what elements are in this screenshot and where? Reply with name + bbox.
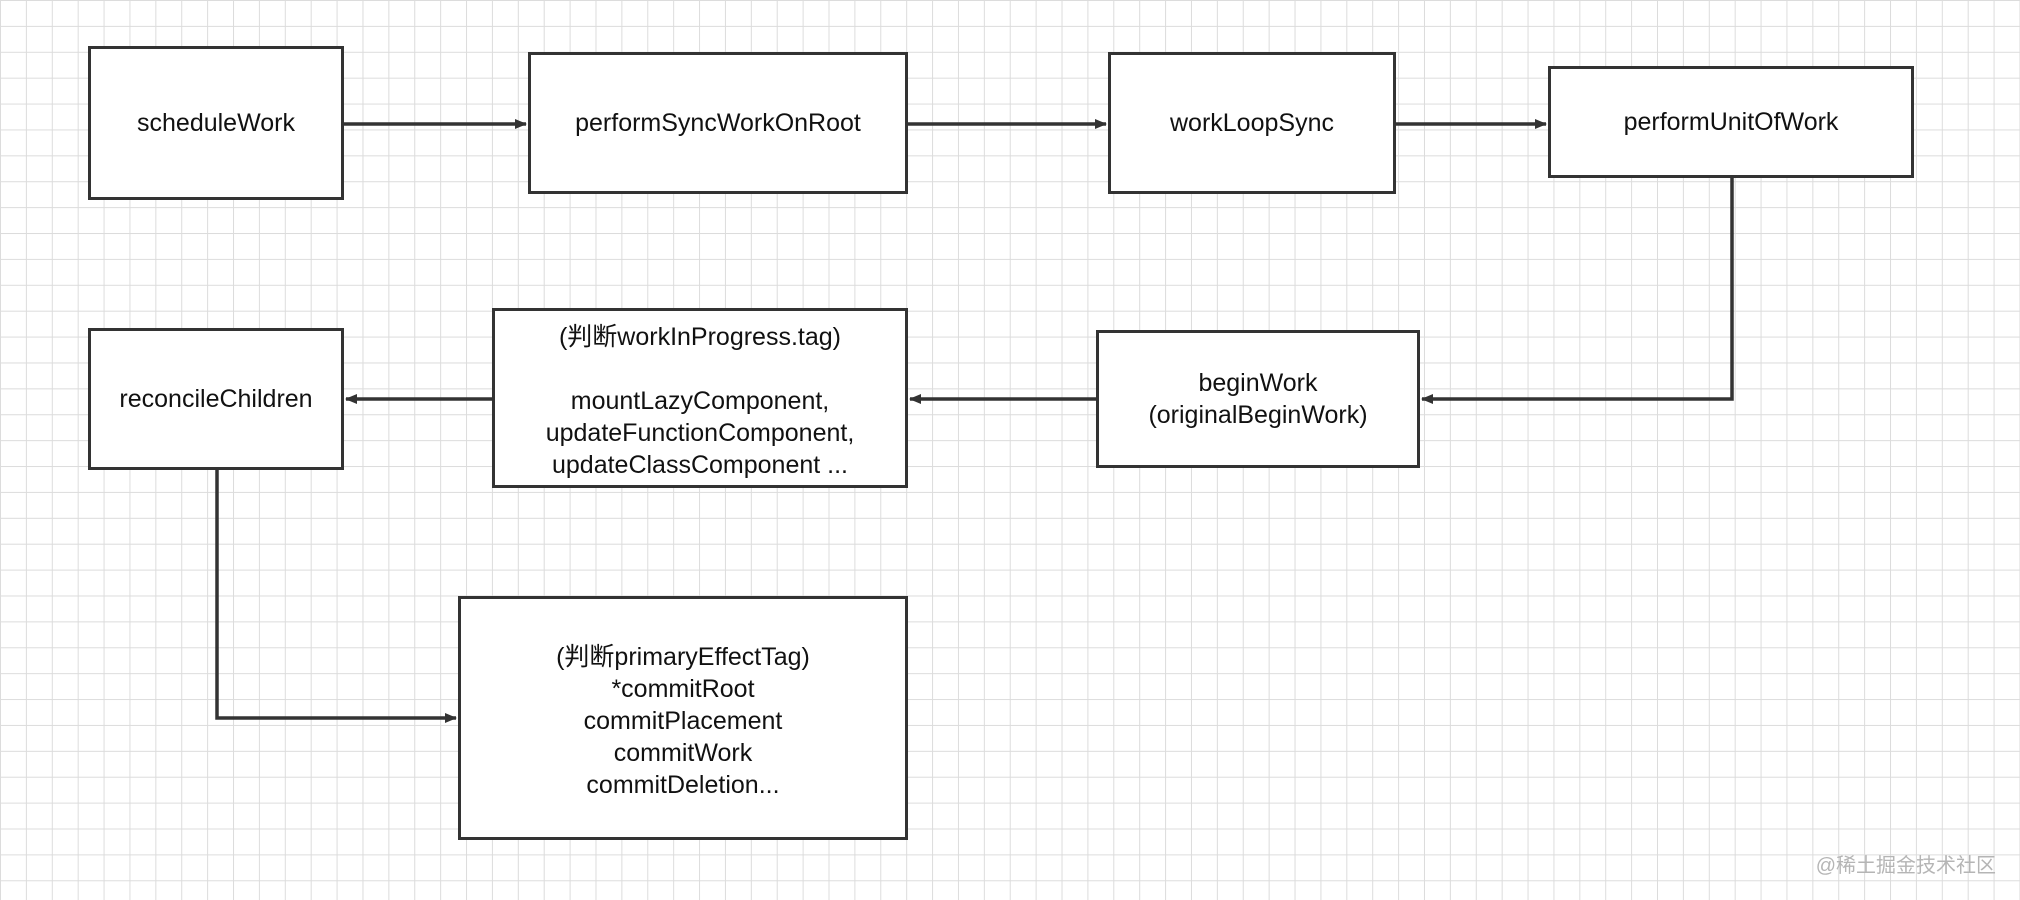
edge-performunitofwork-to-beginwork: [1421, 178, 1734, 404]
commit-phase-heading: (判断primaryEffectTag): [556, 643, 810, 671]
tag-switch-line: mountLazyComponent,: [570, 387, 830, 415]
tag-switch-node: (判断workInProgress.tag) mountLazyComponen…: [492, 308, 908, 488]
tag-switch-line: updateClassComponent ...: [551, 451, 848, 479]
edge-reconcilechildren-to-commit-phase: [215, 470, 457, 723]
begin-work-node: beginWork (originalBeginWork): [1096, 330, 1420, 468]
commit-phase-line: commitPlacement: [583, 707, 783, 735]
tag-switch-line: updateFunctionComponent,: [545, 419, 855, 447]
perform-sync-work-on-root-label: performSyncWorkOnRoot: [575, 109, 861, 137]
tag-switch-heading: (判断workInProgress.tag): [558, 323, 841, 351]
begin-work-label: beginWork: [1198, 369, 1318, 397]
reconcile-children-label: reconcileChildren: [119, 385, 313, 413]
work-loop-sync-node: workLoopSync: [1108, 52, 1396, 194]
perform-unit-of-work-label: performUnitOfWork: [1623, 108, 1839, 136]
commit-phase-line: commitWork: [613, 739, 753, 767]
commit-phase-line: *commitRoot: [611, 675, 755, 703]
commit-phase-line: commitDeletion...: [586, 771, 780, 799]
commit-phase-node: (判断primaryEffectTag) *commitRoot commitP…: [458, 596, 908, 840]
perform-unit-of-work-node: performUnitOfWork: [1548, 66, 1914, 178]
work-loop-sync-label: workLoopSync: [1170, 109, 1334, 137]
perform-sync-work-on-root-node: performSyncWorkOnRoot: [528, 52, 908, 194]
schedule-work-node: scheduleWork: [88, 46, 344, 200]
watermark: @稀土掘金技术社区: [1815, 855, 1996, 877]
reconcile-children-node: reconcileChildren: [88, 328, 344, 470]
begin-work-sublabel: (originalBeginWork): [1148, 401, 1368, 429]
schedule-work-label: scheduleWork: [137, 109, 295, 137]
